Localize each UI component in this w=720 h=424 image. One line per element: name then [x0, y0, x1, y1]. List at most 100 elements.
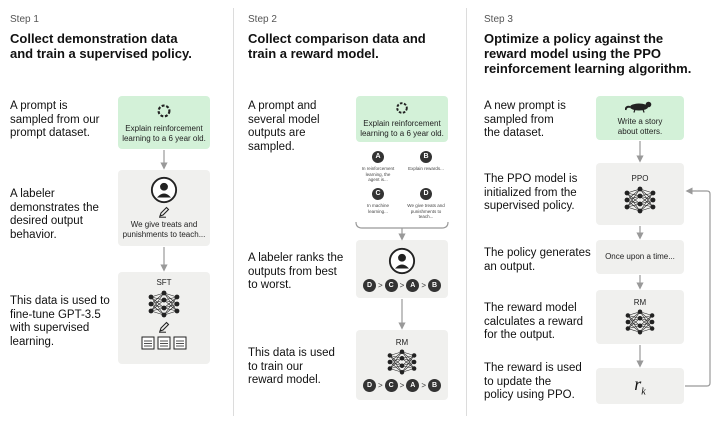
nn-edge [627, 311, 641, 323]
nn-node [637, 208, 643, 213]
nn-edge [626, 188, 641, 207]
rank-1: D [362, 379, 376, 392]
rank-4: B [428, 278, 441, 292]
openai-logo-icon [157, 104, 171, 117]
nn-node [161, 312, 167, 318]
nn-edge [150, 292, 165, 305]
nn-node [637, 330, 643, 335]
pencil-icon [159, 321, 170, 333]
nn-edge [401, 361, 415, 373]
nn-node [624, 197, 630, 202]
nn-node [650, 190, 656, 195]
bracket [355, 221, 449, 229]
rank-1: D [362, 278, 376, 292]
nn-node [649, 319, 655, 325]
nn-node [148, 294, 154, 300]
nn-node [624, 190, 630, 195]
nn-node [148, 308, 154, 314]
step2-label: Step 2 [248, 14, 277, 25]
nn-node [637, 323, 643, 328]
nn-node [399, 370, 405, 375]
step3-reward-box: rk [596, 368, 684, 404]
ranking-row: D> C> A> B [362, 278, 441, 292]
nn-edge [639, 192, 654, 211]
nn-edge [389, 358, 403, 369]
step3-reward-model-box: RM [596, 290, 684, 344]
rank-3: A [406, 278, 420, 292]
rm-model-label: RM [395, 338, 409, 347]
nn-edge [639, 321, 653, 333]
rank-3: A [406, 379, 420, 392]
openai-logo-icon [396, 101, 408, 114]
pencil-icon [159, 206, 170, 218]
nn-node [399, 356, 405, 361]
nn-edge [401, 355, 415, 366]
nn-node [649, 326, 655, 331]
neural-network-icon [624, 186, 656, 213]
step1-label: Step 1 [10, 14, 39, 25]
nn-edge [639, 315, 653, 333]
nn-node [625, 319, 631, 325]
neural-network-icon [387, 349, 417, 375]
nn-node [624, 204, 630, 209]
output-option-b: B Explain rewards... [404, 148, 448, 182]
nn-node [399, 363, 405, 368]
step3-label: Step 3 [484, 14, 513, 25]
nn-edge [163, 303, 178, 316]
nn-node [411, 353, 417, 358]
rank-2: C [384, 379, 398, 392]
nn-node [387, 359, 393, 365]
nn-node [637, 201, 643, 206]
nn-node [637, 193, 643, 198]
nn-node [174, 294, 180, 300]
nn-edge [627, 311, 641, 329]
ppo-model-label: PPO [631, 173, 649, 183]
nn-edge [163, 296, 178, 316]
nn-node [649, 313, 655, 318]
nn-node [161, 297, 167, 303]
nn-edge [150, 299, 165, 312]
nn-edge [401, 355, 415, 373]
nn-node [387, 366, 393, 371]
otter-icon [625, 101, 652, 113]
step3-output-box: Once upon a time... [596, 240, 684, 274]
step1-sft-box: SFT [118, 272, 210, 364]
nn-edge [389, 351, 403, 369]
rank-4: B [428, 379, 441, 392]
feedback-arrow [685, 187, 711, 387]
nn-edge [163, 296, 178, 309]
nn-edge [626, 195, 641, 207]
nn-node [399, 349, 405, 354]
nn-edge [639, 192, 654, 204]
sft-model-label: SFT [156, 278, 172, 287]
nn-node [174, 308, 180, 314]
nn-node [637, 309, 643, 314]
nn-node [637, 316, 643, 321]
nn-node [625, 313, 631, 318]
rank-2: C [384, 278, 398, 292]
step2-reward-model-box: RM D> C> A> B [356, 330, 448, 400]
documents-icon [141, 336, 187, 350]
nn-node [174, 301, 180, 307]
nn-node [625, 326, 631, 331]
nn-node [161, 290, 167, 296]
